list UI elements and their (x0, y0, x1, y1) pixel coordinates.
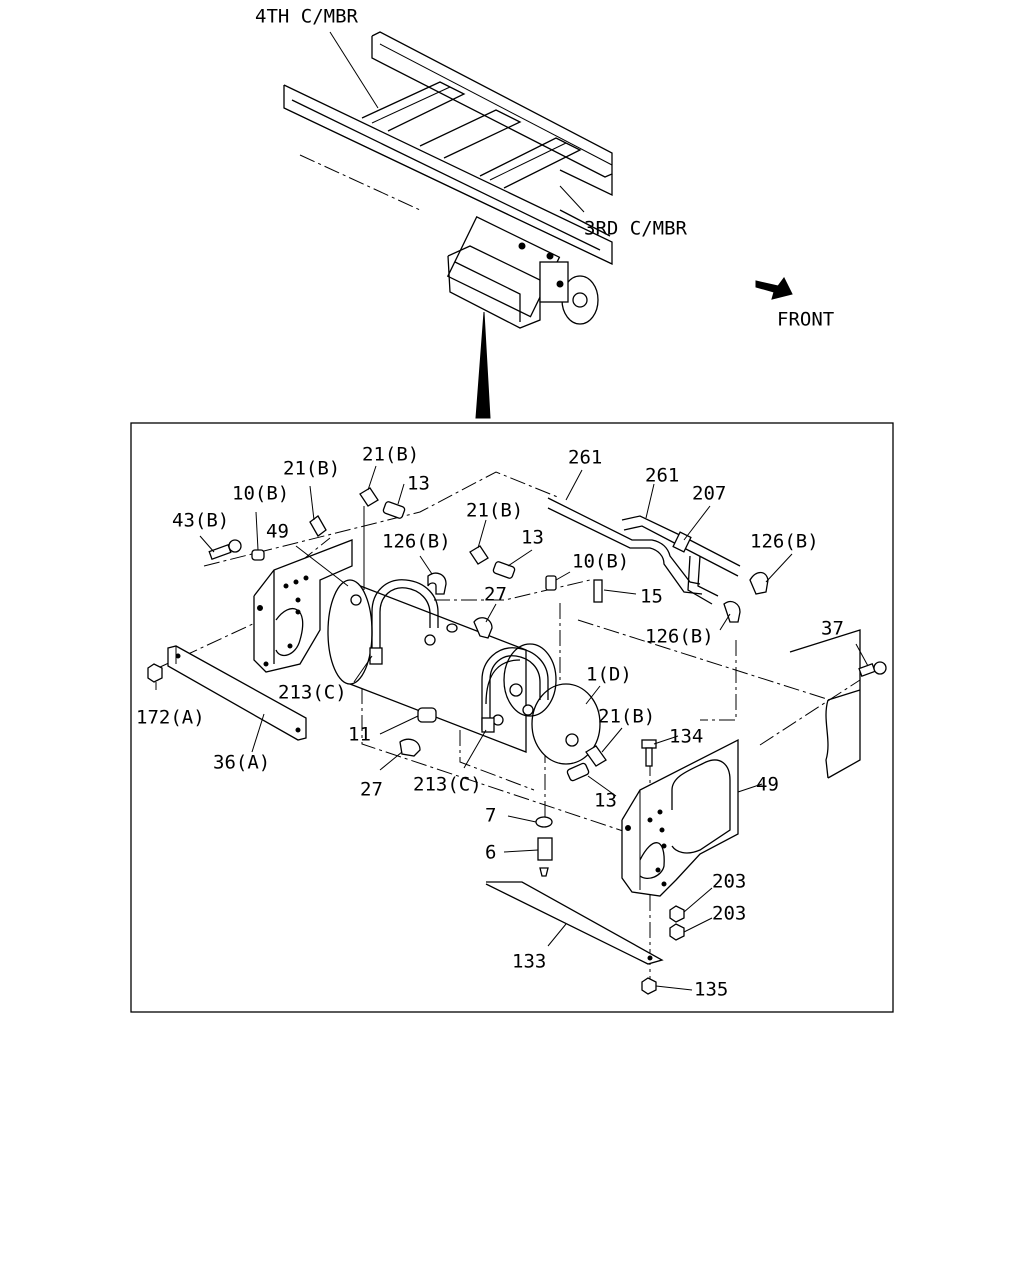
callout-21b: 21(B) (466, 500, 523, 522)
callout-11: 11 (348, 724, 371, 746)
callout-10b: 10(B) (572, 551, 629, 573)
callout-126b: 126(B) (382, 531, 451, 553)
detail-frame (130, 422, 894, 1013)
callout-1d: 1(D) (586, 664, 632, 686)
elbow-fittings (427, 571, 769, 623)
callout-13: 13 (594, 790, 617, 812)
callout-207: 207 (692, 483, 726, 505)
callout-213c: 213(C) (413, 774, 482, 796)
callout-21b: 21(B) (598, 706, 655, 728)
label-3rd-cross-member: 3RD C/MBR (584, 218, 688, 240)
callout-213c: 213(C) (278, 682, 347, 704)
nut-172a (147, 663, 163, 683)
callout-134: 134 (669, 726, 703, 748)
callout-6: 6 (485, 842, 496, 864)
callout-13: 13 (521, 527, 544, 549)
callout-135: 135 (694, 979, 728, 1001)
callout-13: 13 (407, 473, 430, 495)
callout-203: 203 (712, 871, 746, 893)
callout-49: 49 (756, 774, 779, 796)
support-bar (167, 645, 307, 741)
small-fittings (251, 487, 607, 877)
callout-37: 37 (821, 618, 844, 640)
callout-27: 27 (484, 584, 507, 606)
pipe-assembly (547, 497, 741, 605)
label-4th-cross-member: 4TH C/MBR (255, 6, 359, 28)
strap-133 (485, 881, 664, 965)
callout-7: 7 (485, 805, 496, 827)
frame-rail (577, 619, 861, 779)
callout-261: 261 (568, 447, 602, 469)
label-front: FRONT (777, 309, 834, 331)
front-arrow-icon (755, 277, 793, 300)
callout-203: 203 (712, 903, 746, 925)
callout-10b: 10(B) (232, 483, 289, 505)
callout-43b: 43(B) (172, 510, 229, 532)
callout-261: 261 (645, 465, 679, 487)
bracket-left (253, 539, 353, 673)
callout-36a: 36(A) (213, 752, 270, 774)
tank-assembly-overview (446, 216, 599, 329)
bolt-37 (858, 661, 887, 677)
nuts (641, 905, 685, 995)
bracket-right (621, 738, 739, 897)
callout-126b: 126(B) (645, 626, 714, 648)
air-tank (327, 579, 601, 765)
callout-21b: 21(B) (362, 444, 419, 466)
callout-27: 27 (360, 779, 383, 801)
callout-21b: 21(B) (283, 458, 340, 480)
callout-126b: 126(B) (750, 531, 819, 553)
callout-172a: 172(A) (136, 707, 205, 729)
chassis-overview (283, 31, 613, 419)
callout-133: 133 (512, 951, 546, 973)
bolt-43b (208, 539, 242, 561)
leader-lines (155, 465, 869, 991)
callout-49: 49 (266, 521, 289, 543)
callout-15: 15 (640, 586, 663, 608)
bolt-134 (641, 739, 657, 767)
